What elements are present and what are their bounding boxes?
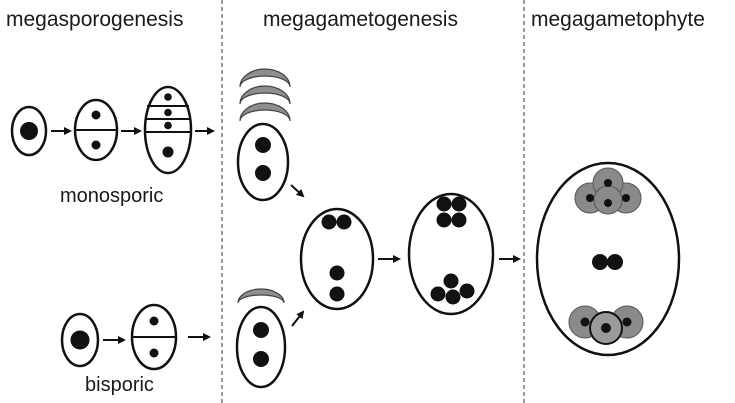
label-monosporic: monosporic — [60, 186, 163, 206]
nucleus — [92, 141, 101, 150]
nucleus — [592, 254, 608, 270]
nucleus — [255, 137, 271, 153]
header-megagametophyte: megagametophyte — [531, 9, 705, 30]
arrow-diagonal-icon — [291, 185, 303, 196]
degenerated-megaspore-bottom — [238, 289, 284, 303]
nucleus — [452, 213, 467, 228]
monosporic-cell-3-tetrad — [145, 87, 191, 173]
nucleus — [150, 349, 159, 358]
degenerated-megaspore — [240, 86, 290, 104]
nucleus — [164, 93, 172, 101]
eight-nucleate-embryo-sac — [409, 194, 493, 314]
nucleus — [20, 122, 38, 140]
header-megagametogenesis: megagametogenesis — [263, 9, 458, 30]
nucleus — [330, 287, 345, 302]
arrow-diagonal-icon — [292, 312, 303, 326]
nucleus — [601, 323, 611, 333]
nucleus — [437, 213, 452, 228]
monosporic-cell-2-dyad — [75, 100, 117, 160]
nucleus — [607, 254, 623, 270]
nucleus — [71, 331, 90, 350]
nucleus — [444, 274, 459, 289]
nucleus — [586, 194, 594, 202]
nucleus — [446, 290, 461, 305]
nucleus — [253, 322, 269, 338]
degenerated-megaspores-top — [240, 69, 290, 121]
degenerated-megaspore — [238, 289, 284, 303]
nucleus — [164, 109, 172, 117]
nucleus — [437, 197, 452, 212]
nucleus — [622, 194, 630, 202]
nucleus — [150, 317, 159, 326]
nucleus — [164, 122, 172, 130]
nucleus — [163, 147, 174, 158]
nucleus — [604, 199, 612, 207]
two-nucleate-embryo-sac-bottom — [237, 307, 285, 387]
nucleus — [431, 287, 446, 302]
four-nucleate-embryo-sac — [301, 209, 373, 309]
nucleus — [322, 215, 337, 230]
nucleus — [255, 165, 271, 181]
mature-megagametophyte — [537, 163, 679, 355]
nucleus — [460, 284, 475, 299]
monosporic-cell-1 — [12, 107, 46, 155]
bisporic-cell-2-dyad — [132, 305, 176, 369]
nucleus — [452, 197, 467, 212]
nucleus — [581, 318, 590, 327]
two-nucleate-embryo-sac-top — [238, 124, 288, 200]
nucleus — [337, 215, 352, 230]
nucleus — [92, 111, 101, 120]
nucleus — [604, 179, 612, 187]
degenerated-megaspore — [240, 103, 290, 121]
degenerated-megaspore — [240, 69, 290, 87]
label-bisporic: bisporic — [85, 375, 154, 395]
nucleus — [330, 266, 345, 281]
nucleus — [623, 318, 632, 327]
nucleus — [253, 351, 269, 367]
bisporic-cell-1 — [62, 314, 98, 366]
header-megasporogenesis: megasporogenesis — [6, 9, 183, 30]
